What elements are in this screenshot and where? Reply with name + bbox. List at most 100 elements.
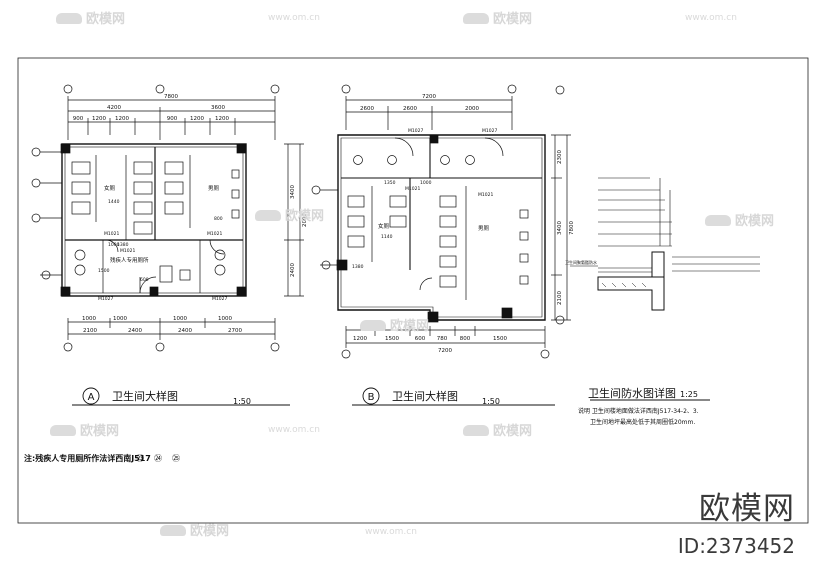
drawing-a-tag-circle [82,387,100,405]
door-label: M1021 [104,231,119,237]
watermark-logo: 欧模网 [463,8,532,27]
door-label: M1021 [405,186,420,192]
drawing-c-note: 说明 卫生间楼地面做法详西南J517-34-2、3. [578,407,699,415]
dimension-label: 1350 [384,180,396,186]
dimension-label: 3600 [211,105,225,111]
dimension-label: 1000 [108,242,120,248]
dimension-label: 1440 [108,199,120,205]
watermark-cloud-icon [50,425,76,436]
dimension-label: 600 [140,277,149,283]
dimension-label: 2400 [178,328,192,334]
dimension-label: 3400 [557,221,563,235]
door-label: M1021 [120,248,135,254]
dimension-label: 7800 [569,221,575,235]
sheet-frame [17,57,809,524]
watermark-text: 欧模网 [80,424,120,439]
watermark-url: www.om.cn [268,425,320,435]
dimension-label: 2600 [403,106,417,112]
watermark-logo: 欧模网 [705,210,774,229]
dimension-label: 7200 [422,94,436,100]
watermark-logo: 欧模网 [160,520,229,539]
drawing-a-scale: 1:50 [233,397,251,406]
door-label: M1027 [408,128,423,134]
watermark-text: 欧模网 [735,214,775,229]
brand-id: ID:2373452 [677,534,795,558]
drawing-b-scale: 1:50 [482,397,500,406]
brand-logo-text: 欧模网 [699,491,795,527]
drawing-a-title: 卫生间大样图 [112,389,178,403]
dimension-label: 1200 [353,336,367,342]
dimension-label: 7200 [438,348,452,354]
watermark-logo: 欧模网 [50,420,119,439]
watermark-url: www.om.cn [268,13,320,23]
drawing-c-scale: 1:25 [680,390,698,399]
dimension-label: 1000 [173,316,187,322]
note-reference: ㉔ [154,454,162,463]
dimension-label: 1200 [190,116,204,122]
dimension-label: 4200 [107,105,121,111]
drawing-c-title: 卫生间防水图详图 [588,386,676,400]
general-note: 注:残疾人专用厕所作法详西南J517 [24,453,151,463]
dimension-label: 1500 [98,268,110,274]
room-label: 男厕 [478,225,490,232]
dimension-label: 1200 [115,116,129,122]
dimension-label: 1000 [218,316,232,322]
drawing-c-wall-label: 卫生间聚氨酯防水 [565,259,597,265]
watermark-logo: 欧模网 [255,205,324,224]
dimension-label: 1140 [381,234,393,240]
watermark-text: 欧模网 [493,12,533,27]
drawing-b-tag-circle [362,387,380,405]
dimension-label: 2300 [557,150,563,164]
room-label: 残疾人专用厕所 [110,256,149,264]
room-label: 男厕 [208,185,220,192]
dimension-label: 1380 [352,264,364,270]
watermark-text: 欧模网 [190,524,230,539]
drawing-c-note: 卫生间地坪最高处低于其周圈低20mm. [590,418,695,426]
drawing-a-plan [31,84,304,352]
watermark-cloud-icon [463,13,489,24]
dimension-label: 800 [214,216,223,222]
dimension-label: 600 [415,336,426,342]
watermark-url: www.om.cn [685,13,737,23]
watermark-cloud-icon [705,215,731,226]
door-label: M1027 [98,296,113,302]
watermark-cloud-icon [360,320,386,331]
dimension-label: 900 [73,116,84,122]
dimension-label: 2600 [360,106,374,112]
room-label: 女厕 [104,184,116,192]
watermark-cloud-icon [160,525,186,536]
dimension-label: 800 [460,336,471,342]
drawing-b-tag: B [368,392,375,403]
note-reference: ㉓ [136,454,144,463]
dimension-label: 2100 [557,291,563,305]
watermark-logo: 欧模网 [463,420,532,439]
dimension-label: 3400 [290,185,296,199]
watermark-cloud-icon [463,425,489,436]
dimension-label: 2000 [302,213,308,227]
door-label: M1027 [212,296,227,302]
dimension-label: 2400 [128,328,142,334]
watermark-logo: 欧模网 [360,315,429,334]
door-label: M1021 [478,192,493,198]
watermark-text: 欧模网 [86,12,126,27]
dimension-label: 1380 [117,242,129,248]
dimension-label: 1500 [385,336,399,342]
dimension-label: 2700 [228,328,242,334]
dimension-label: 1200 [92,116,106,122]
dimension-label: 2400 [290,263,296,277]
drawing-b-plan [311,84,571,359]
door-label: M1027 [482,128,497,134]
dimension-label: 780 [437,336,448,342]
watermark-url: www.om.cn [365,527,417,537]
watermark-text: 欧模网 [285,209,325,224]
note-reference: ㉕ [172,454,180,463]
watermark-cloud-icon [56,13,82,24]
watermark-logo: 欧模网 [56,8,125,27]
dimension-label: 2000 [465,106,479,112]
dimension-label: 1000 [113,316,127,322]
dimension-label: 900 [167,116,178,122]
dimension-label: 1200 [215,116,229,122]
dimension-label: 7800 [164,94,178,100]
door-label: M1021 [207,231,222,237]
